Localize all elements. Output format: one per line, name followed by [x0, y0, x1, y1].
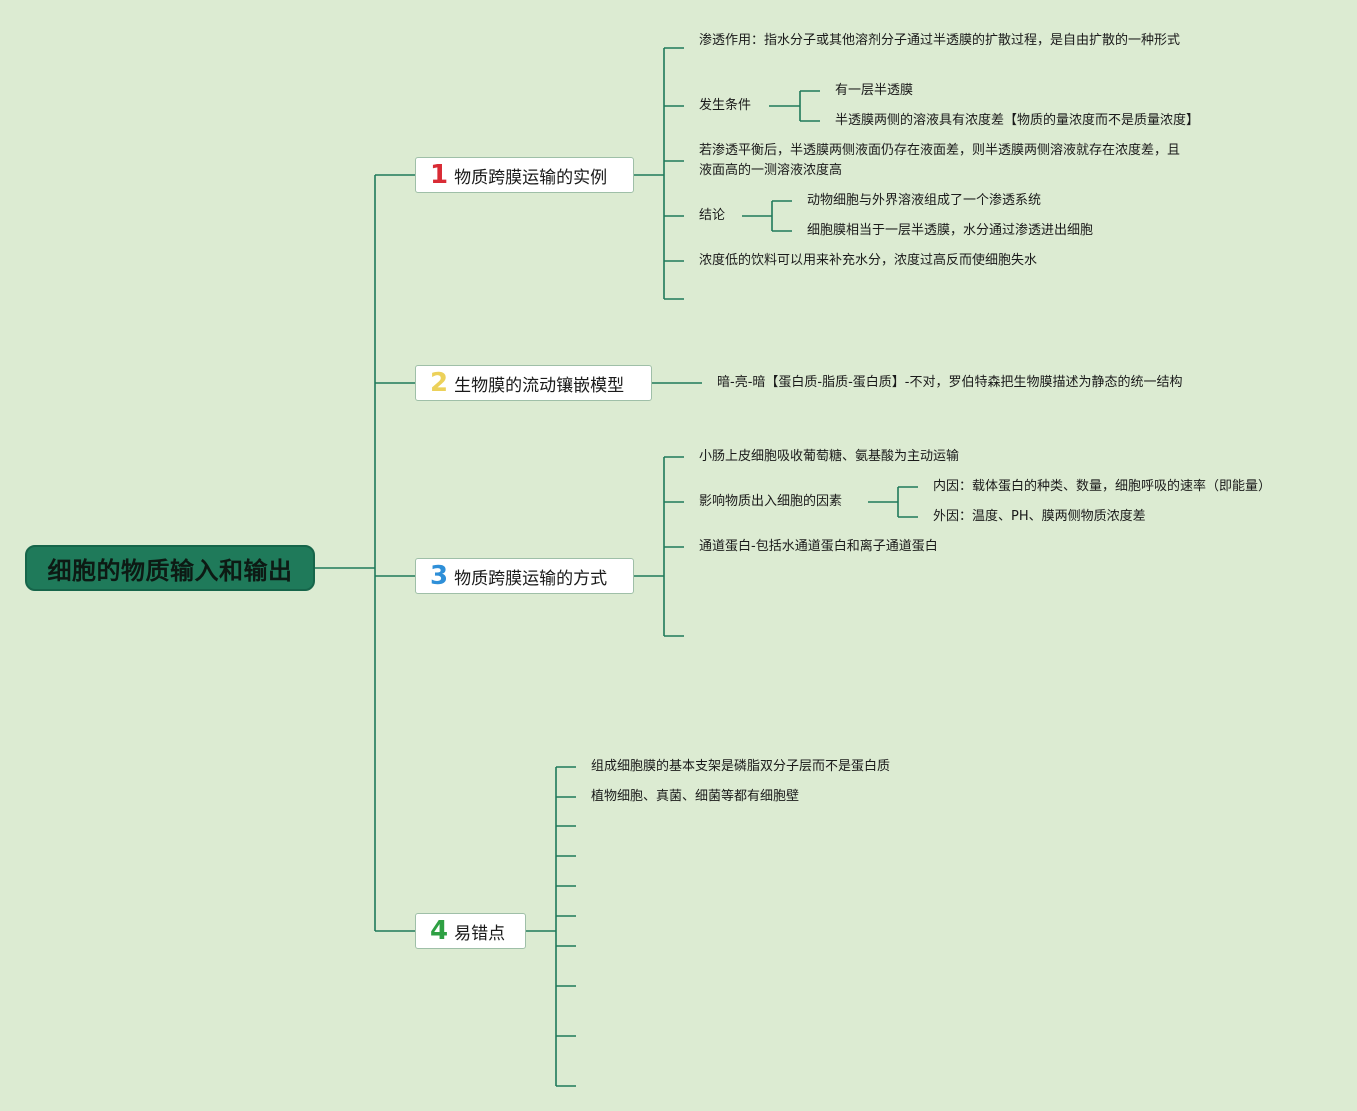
- branch-2-number: 2: [430, 368, 449, 398]
- b4-item-cell-wall[interactable]: 植物细胞、真菌、细菌等都有细胞壁: [591, 789, 800, 804]
- b3-item-active-transport[interactable]: 小肠上皮细胞吸收葡萄糖、氨基酸为主动运输: [699, 449, 960, 464]
- branch-1-label: 物质跨膜运输的实例: [454, 167, 608, 188]
- b2-item-model[interactable]: 暗-亮-暗【蛋白质-脂质-蛋白质】-不对，罗伯特森把生物膜描述为静态的统一结构: [717, 375, 1183, 390]
- b1-condition-membrane[interactable]: 有一层半透膜: [835, 83, 914, 98]
- b3-item-factors[interactable]: 影响物质出入细胞的因素: [699, 494, 843, 509]
- b1-condition-gradient[interactable]: 半透膜两侧的溶液具有浓度差【物质的量浓度而不是质量浓度】: [835, 113, 1200, 128]
- b1-item-conclusion[interactable]: 结论: [699, 208, 726, 223]
- branch-3-label: 物质跨膜运输的方式: [454, 568, 608, 589]
- b3-item-channel-protein[interactable]: 通道蛋白-包括水通道蛋白和离子通道蛋白: [699, 539, 938, 554]
- branch-4-number: 4: [430, 916, 449, 946]
- branch-4-node[interactable]: 4 易错点: [415, 913, 526, 949]
- branch-1-node[interactable]: 1 物质跨膜运输的实例: [415, 157, 634, 193]
- root-label: 细胞的物质输入和输出: [47, 556, 293, 585]
- branch-2-label: 生物膜的流动镶嵌模型: [454, 375, 625, 396]
- b1-conclusion-membrane[interactable]: 细胞膜相当于一层半透膜，水分通过渗透进出细胞: [807, 223, 1094, 238]
- branch-3-node[interactable]: 3 物质跨膜运输的方式: [415, 558, 634, 594]
- branch-3-number: 3: [430, 561, 449, 591]
- b1-item-drinks[interactable]: 浓度低的饮料可以用来补充水分，浓度过高反而使细胞失水: [699, 253, 1038, 268]
- b3-factor-internal[interactable]: 内因：载体蛋白的种类、数量，细胞呼吸的速率（即能量）: [933, 479, 1272, 494]
- b1-item-conditions[interactable]: 发生条件: [699, 98, 752, 113]
- b1-item-equilibrium[interactable]: 若渗透平衡后，半透膜两侧液面仍存在液面差，则半透膜两侧溶液就存在浓度差，且液面高…: [699, 143, 1181, 178]
- branch-1-number: 1: [430, 160, 449, 190]
- branch-2-node[interactable]: 2 生物膜的流动镶嵌模型: [415, 365, 652, 401]
- b1-item-osmosis[interactable]: 渗透作用：指水分子或其他溶剂分子通过半透膜的扩散过程，是自由扩散的一种形式: [699, 33, 1181, 48]
- b3-factor-external[interactable]: 外因：温度、PH、膜两侧物质浓度差: [933, 509, 1146, 524]
- root-node[interactable]: 细胞的物质输入和输出: [25, 545, 315, 591]
- branch-4-label: 易错点: [454, 923, 506, 944]
- b4-item-phospholipid[interactable]: 组成细胞膜的基本支架是磷脂双分子层而不是蛋白质: [591, 759, 891, 774]
- b1-conclusion-system[interactable]: 动物细胞与外界溶液组成了一个渗透系统: [807, 193, 1042, 208]
